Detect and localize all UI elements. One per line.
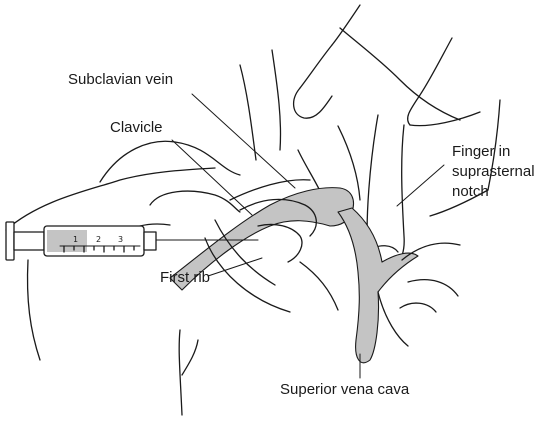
torso-outline (6, 168, 215, 415)
label-finger-line-3: notch (452, 182, 535, 202)
label-finger-in-notch: Finger in suprasternal notch (452, 142, 535, 202)
superior-vena-cava-shape (338, 208, 418, 363)
syringe-scale-3: 3 (118, 235, 123, 244)
label-first-rib: First rib (160, 268, 210, 288)
label-subclavian-vein: Subclavian vein (68, 70, 173, 90)
label-clavicle: Clavicle (110, 118, 163, 138)
syringe-scale-2: 2 (96, 235, 101, 244)
syringe-scale-1: 1 (73, 235, 78, 244)
label-superior-vena-cava: Superior vena cava (280, 380, 409, 400)
label-finger-line-1: Finger in (452, 142, 535, 162)
label-finger-line-2: suprasternal (452, 162, 535, 182)
